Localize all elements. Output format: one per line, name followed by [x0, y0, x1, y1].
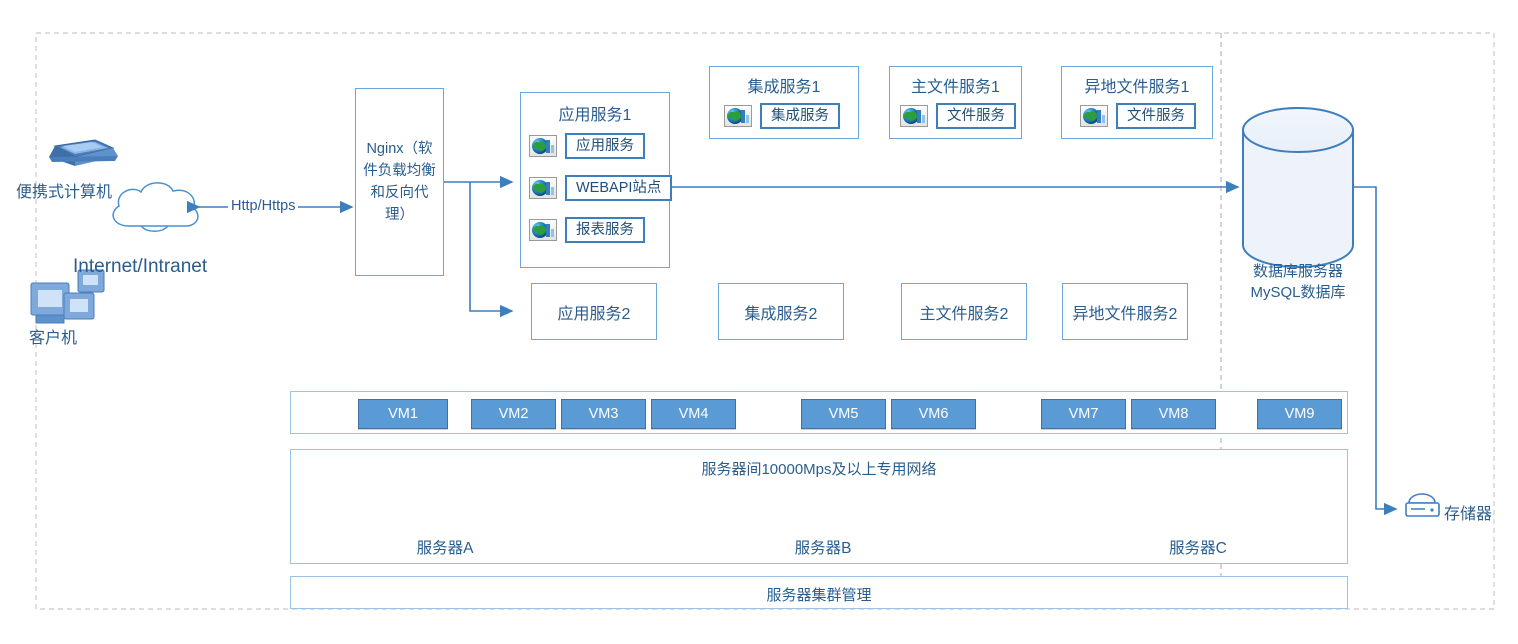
vm-chip-vm4[interactable]: VM4 [651, 399, 736, 429]
app-service-2-box[interactable]: 应用服务2 [531, 283, 657, 340]
remote-file-service-2-box[interactable]: 异地文件服务2 [1062, 283, 1188, 340]
globe-chart-icon [724, 105, 752, 127]
app-service-chip-label: 应用服务 [565, 133, 645, 159]
globe-chart-icon [529, 135, 557, 157]
cluster-management-band: 服务器集群管理 [290, 576, 1348, 609]
webapi-site-chip-label: WEBAPI站点 [565, 175, 673, 201]
nginx-box[interactable]: Nginx（软件负载均衡和反向代理） [355, 88, 444, 276]
vm-chip-vm1[interactable]: VM1 [358, 399, 448, 429]
main-file-service-item[interactable]: 文件服务 [900, 103, 1016, 129]
integration-service-chip-label: 集成服务 [760, 103, 840, 129]
main-file-service-1-box[interactable]: 主文件服务1 文件服务 [889, 66, 1022, 139]
database-label-line2: MySQL数据库 [1250, 284, 1346, 301]
vm-chip-vm9[interactable]: VM9 [1257, 399, 1342, 429]
vm-chip-vm3[interactable]: VM3 [561, 399, 646, 429]
remote-file-service-1-title: 异地文件服务1 [1084, 79, 1190, 96]
vm-chip-vm5[interactable]: VM5 [801, 399, 886, 429]
report-service-chip-label: 报表服务 [565, 217, 645, 243]
vm-chip-vm6[interactable]: VM6 [891, 399, 976, 429]
integration-service-2-label: 集成服务2 [744, 305, 818, 323]
nginx-label: Nginx（软件负载均衡和反向代理） [363, 141, 436, 223]
client-label: 客户机 [29, 330, 78, 347]
integration-service-item[interactable]: 集成服务 [724, 103, 840, 129]
main-file-service-2-label: 主文件服务2 [919, 305, 1009, 323]
vm-chip-vm7[interactable]: VM7 [1041, 399, 1126, 429]
main-file-service-2-box[interactable]: 主文件服务2 [901, 283, 1027, 340]
laptop-label: 便携式计算机 [16, 184, 113, 201]
integration-service-1-title: 集成服务1 [747, 79, 821, 96]
server-a-label: 服务器A [416, 540, 474, 557]
server-c-label: 服务器C [1169, 540, 1227, 557]
database-caption: 数据库服务器 MySQL数据库 [1228, 261, 1368, 303]
app-service-1-title: 应用服务1 [558, 107, 632, 124]
remote-file-service-1-box[interactable]: 异地文件服务1 文件服务 [1061, 66, 1213, 139]
server-network-band: 服务器间10000Mps及以上专用网络 服务器A 服务器B 服务器C [290, 449, 1348, 564]
webapi-site-item[interactable]: WEBAPI站点 [529, 175, 673, 201]
remote-file-service-item[interactable]: 文件服务 [1080, 103, 1196, 129]
http-protocol-label: Http/Https [228, 198, 299, 214]
main-file-service-chip-label: 文件服务 [936, 103, 1016, 129]
app-service-item[interactable]: 应用服务 [529, 133, 645, 159]
internet-label: Internet/Intranet [73, 256, 208, 277]
globe-chart-icon [900, 105, 928, 127]
vm-chip-vm2[interactable]: VM2 [471, 399, 556, 429]
integration-service-2-box[interactable]: 集成服务2 [718, 283, 844, 340]
network-label: 服务器间10000Mps及以上专用网络 [701, 461, 937, 478]
app-service-1-box[interactable]: 应用服务1 应用服务 WEBAPI站点 报表服务 [520, 92, 673, 268]
cluster-management-label: 服务器集群管理 [766, 587, 872, 604]
storage-label: 存储器 [1444, 506, 1493, 523]
globe-chart-icon [529, 219, 557, 241]
remote-file-service-2-label: 异地文件服务2 [1072, 305, 1178, 323]
main-file-service-1-title: 主文件服务1 [911, 79, 1000, 96]
integration-service-1-box[interactable]: 集成服务1 集成服务 [709, 66, 859, 139]
app-service-2-label: 应用服务2 [557, 305, 631, 323]
report-service-item[interactable]: 报表服务 [529, 217, 645, 243]
remote-file-service-chip-label: 文件服务 [1116, 103, 1196, 129]
globe-chart-icon [1080, 105, 1108, 127]
globe-chart-icon [529, 177, 557, 199]
server-b-label: 服务器B [794, 540, 852, 557]
database-label-line1: 数据库服务器 [1252, 263, 1343, 280]
vm-chip-vm8[interactable]: VM8 [1131, 399, 1216, 429]
vm-band: VM1 VM2 VM3 VM4 VM5 VM6 VM7 VM8 VM9 [290, 391, 1348, 434]
